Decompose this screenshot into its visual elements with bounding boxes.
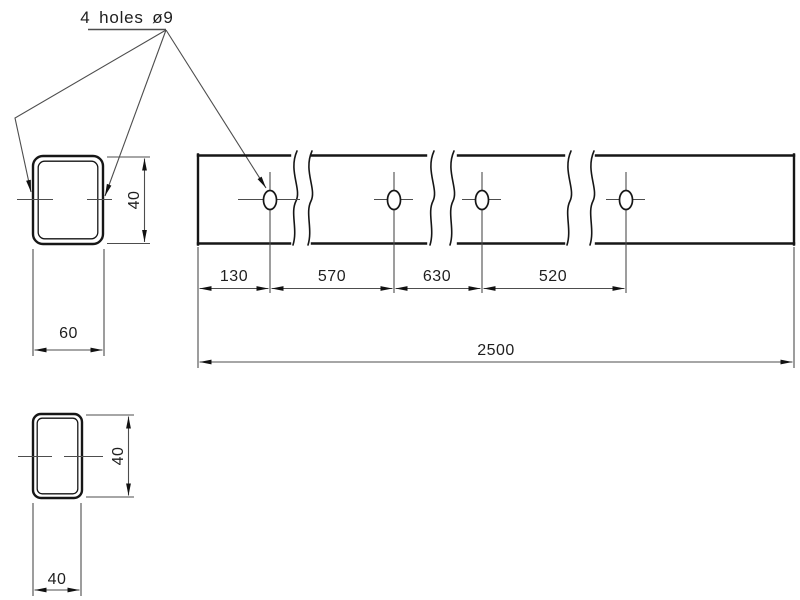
hole-2 xyxy=(386,189,402,211)
spacing-label-1: 130 xyxy=(220,268,248,285)
bottom-height-label: 40 xyxy=(110,447,127,466)
front-width-label: 60 xyxy=(59,325,78,342)
total-length-label: 2500 xyxy=(477,342,515,359)
break-line xyxy=(449,150,456,246)
hole-spacing-dimensions: 130 570 630 520 xyxy=(197,247,795,368)
break-line xyxy=(589,150,596,246)
hole-1 xyxy=(262,189,278,211)
bottom-width-dimension: 40 xyxy=(32,503,82,596)
break-line xyxy=(307,150,314,246)
front-height-dimension: 40 xyxy=(107,156,150,245)
spacing-label-2: 570 xyxy=(318,268,346,285)
hole-4 xyxy=(618,189,634,211)
hole-callout: 4 holes ø9 xyxy=(14,8,267,197)
break-line xyxy=(566,150,573,246)
leader-line-right-wall xyxy=(104,29,167,197)
front-height-label: 40 xyxy=(126,191,143,210)
front-width-dimension: 60 xyxy=(32,249,105,356)
break-line xyxy=(292,150,299,246)
front-cross-section xyxy=(17,154,112,246)
hole-3 xyxy=(474,189,490,211)
spacing-label-3: 630 xyxy=(423,268,451,285)
spacing-label-4: 520 xyxy=(539,268,567,285)
leader-line-first-hole xyxy=(165,29,267,189)
bottom-width-label: 40 xyxy=(48,571,67,588)
total-length-dimension: 2500 xyxy=(199,342,793,365)
break-line xyxy=(429,150,436,246)
bottom-height-dimension: 40 xyxy=(86,414,134,498)
callout-label: 4 holes ø9 xyxy=(80,8,173,27)
bottom-cross-section xyxy=(18,412,103,500)
leader-line-left-wall xyxy=(14,29,167,193)
side-view-bar xyxy=(196,150,796,293)
